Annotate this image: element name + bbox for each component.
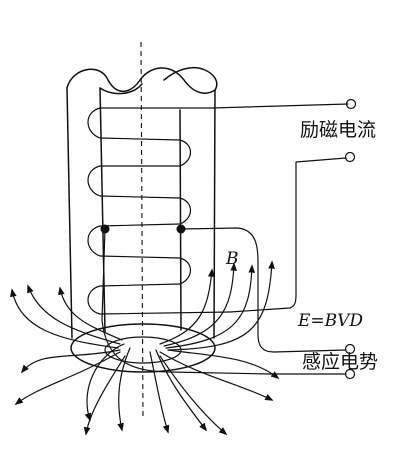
field-line [117, 347, 131, 432]
formula-label: E=BVD [297, 311, 363, 331]
pipe-left-wall [66, 87, 73, 339]
coil-winding [87, 107, 231, 315]
induced-emf-label: 感应电势 [302, 351, 378, 373]
pipe-top-opening [66, 66, 218, 94]
excitation-terminal-top [345, 98, 357, 110]
field-line [167, 349, 280, 380]
field-line [83, 355, 126, 436]
emf-lead-left-electrode [101, 228, 347, 375]
excitation-lead-bottom [229, 157, 347, 313]
field-line [159, 351, 274, 401]
field-line [167, 260, 275, 351]
field-line [149, 351, 170, 434]
field-line [159, 355, 228, 436]
emf-terminal-top [344, 343, 356, 355]
field-line [10, 288, 119, 349]
field-line [159, 268, 215, 345]
magnetic-field-lines [10, 260, 280, 436]
field-line [20, 349, 121, 374]
emf-terminal-bottom [344, 368, 356, 380]
field-line [27, 284, 121, 345]
excitation-terminal-bottom [344, 151, 356, 163]
pipe-top-inner [99, 83, 143, 95]
field-line [163, 262, 238, 347]
pipe-right-wall [213, 89, 216, 339]
field-line [84, 343, 125, 422]
field-line [165, 264, 256, 349]
pipe-inner-front-right [179, 109, 182, 331]
magnetic-field-symbol: B [225, 249, 239, 269]
pipe-inner-front-left [99, 87, 106, 333]
emf-lead-right-electrode [180, 227, 347, 353]
pipe-center-axis [140, 41, 144, 421]
field-line [155, 349, 208, 432]
field-line [14, 351, 121, 406]
excitation-coil [87, 107, 231, 315]
induced-emf-leads [101, 227, 356, 380]
field-line [58, 286, 123, 341]
excitation-current-label: 励磁电流 [300, 119, 376, 141]
excitation-current-leads [211, 98, 357, 313]
excitation-lead-top [211, 103, 349, 109]
pipe [66, 41, 218, 421]
